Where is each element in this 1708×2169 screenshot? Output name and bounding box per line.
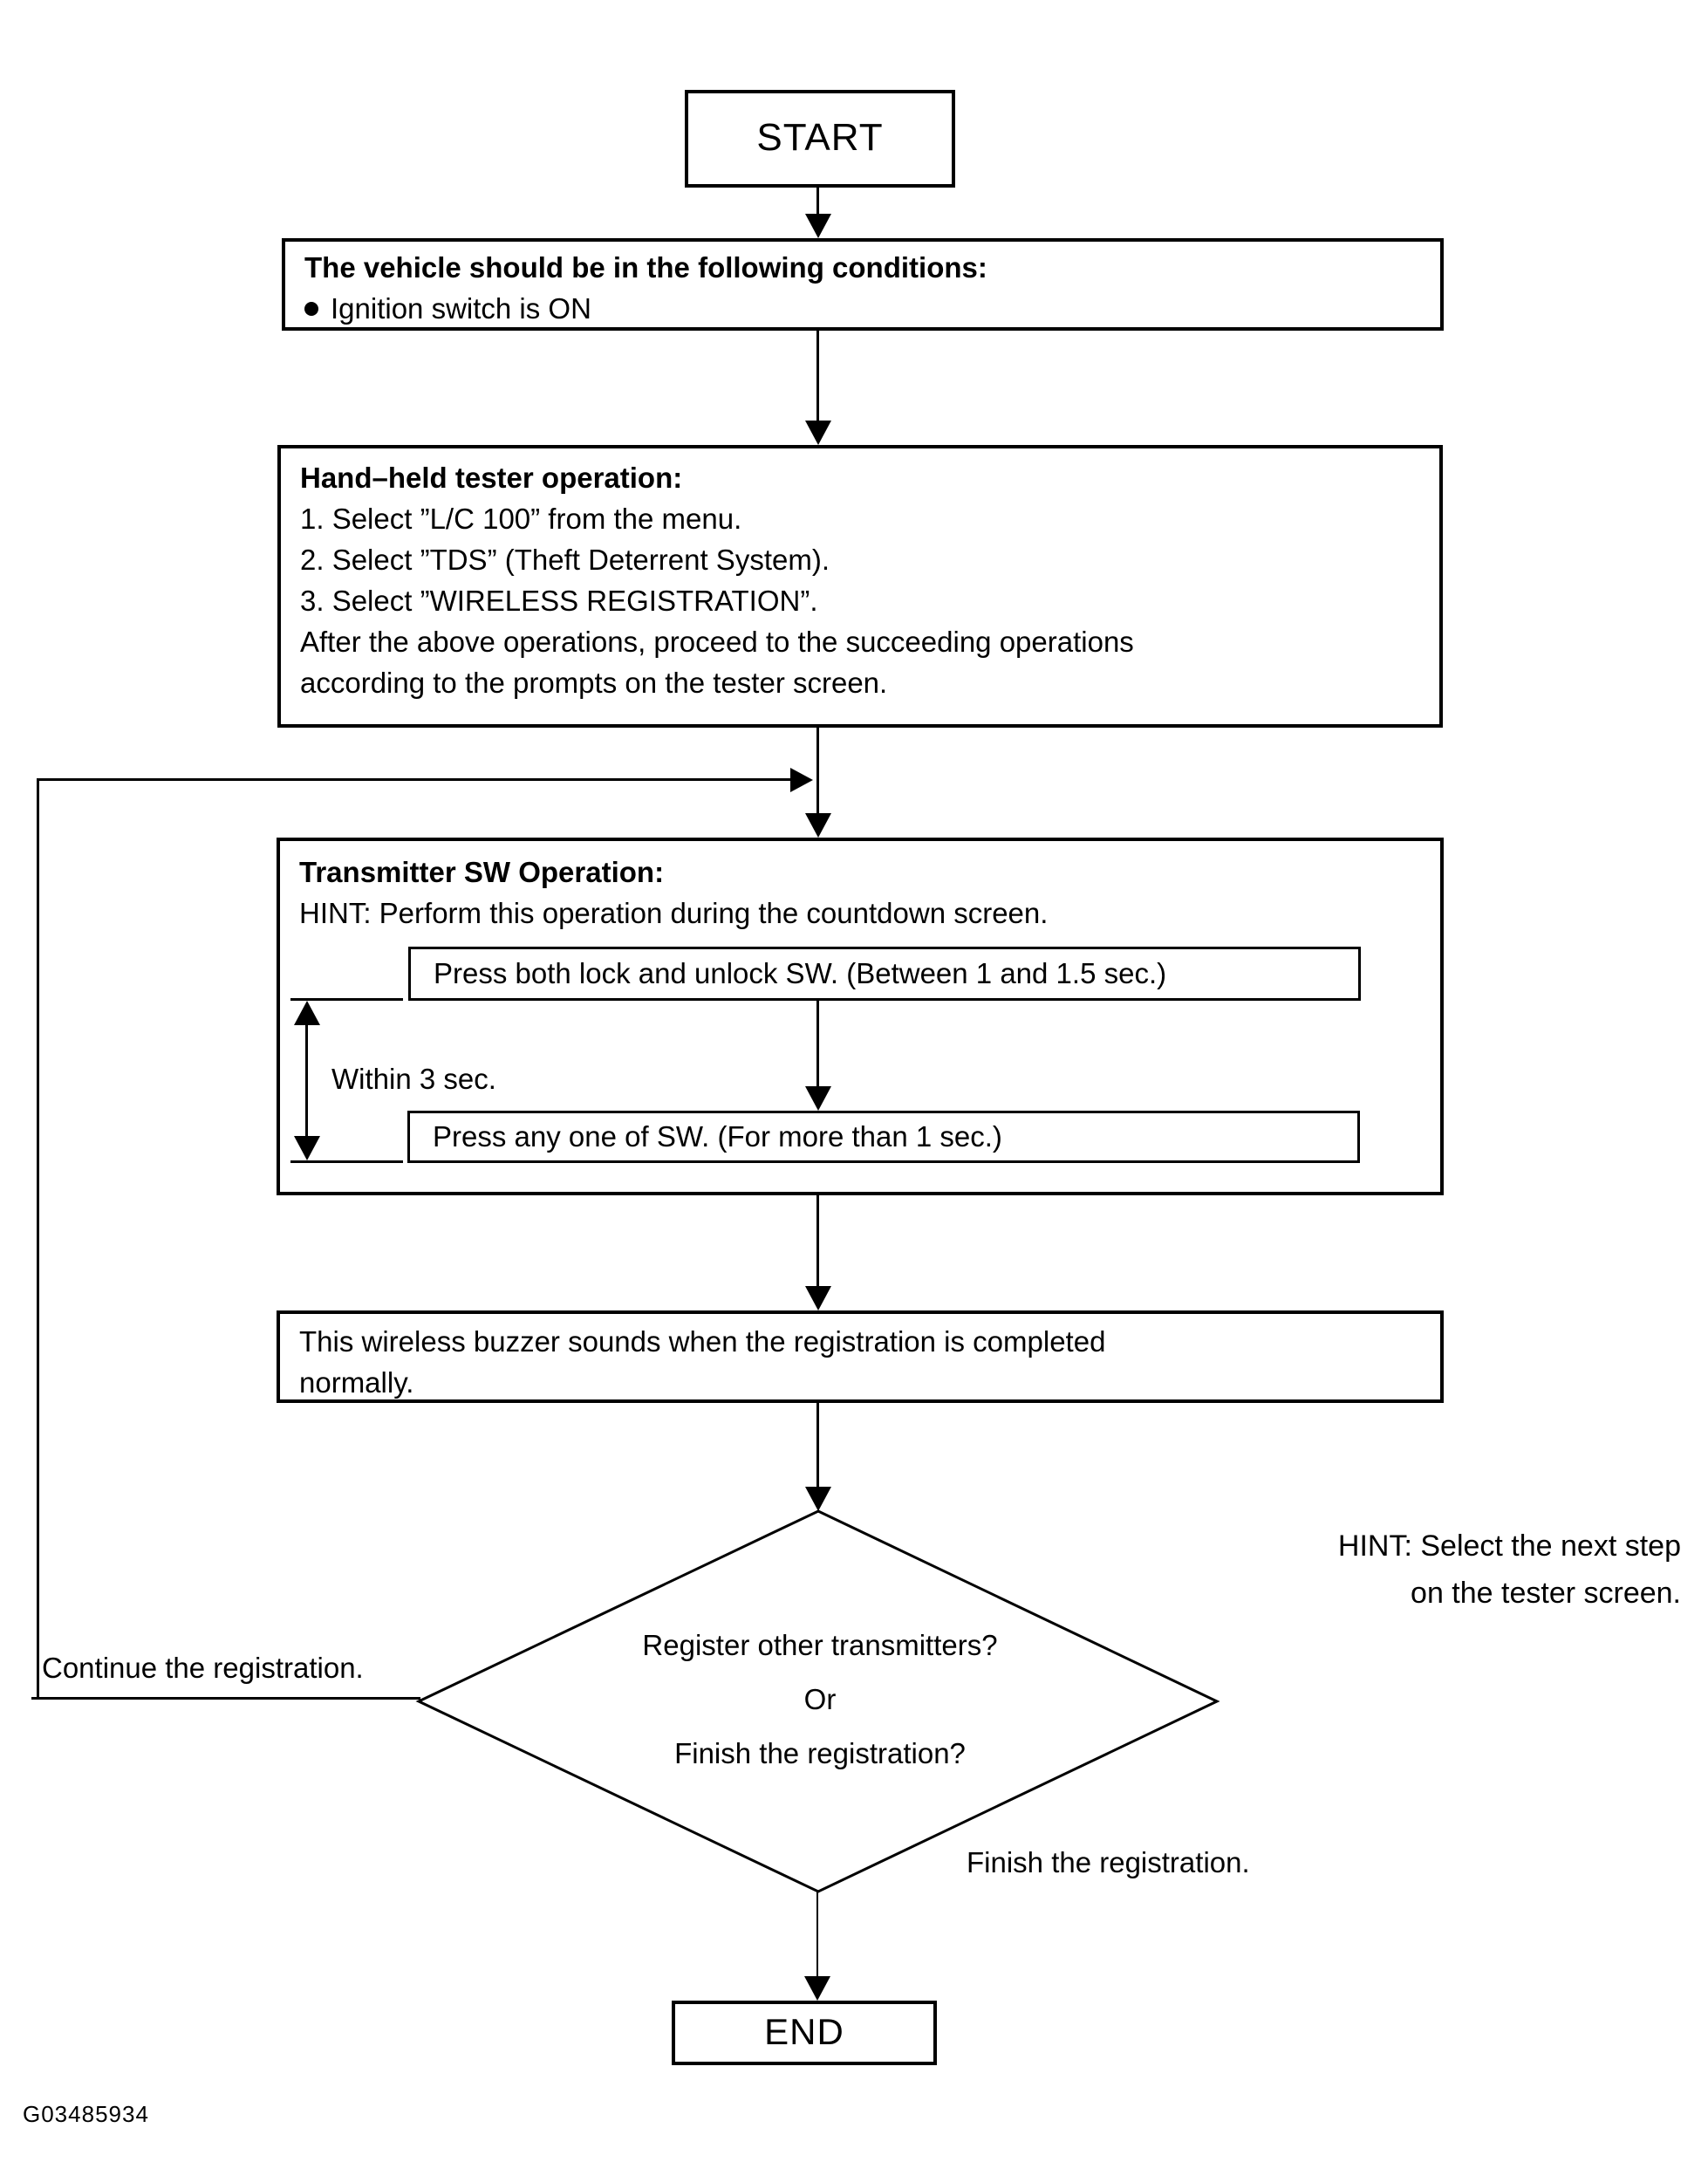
arrowhead-loop-into-main-line [790, 768, 813, 792]
transmitter-sw-hint: HINT: Perform this operation during the … [299, 897, 1049, 929]
tester-operation-step-3: 3. Select ”WIRELESS REGISTRATION”. [300, 585, 818, 617]
continue-branch-label: Continue the registration. [42, 1652, 364, 1684]
arrowhead-into-end [804, 1976, 830, 2001]
figure-id-label: G03485934 [23, 2101, 149, 2127]
press-both-sw-label: Press both lock and unlock SW. (Between … [434, 957, 1167, 989]
vehicle-conditions-title: The vehicle should be in the following c… [304, 251, 987, 284]
arrowhead-into-transmitter [805, 813, 831, 838]
within-interval-top-tick [290, 998, 403, 1001]
within-interval-line [305, 1019, 308, 1143]
tester-operation-step-1: 1. Select ”L/C 100” from the menu. [300, 503, 742, 535]
press-any-sw-label: Press any one of SW. (For more than 1 se… [433, 1120, 1002, 1153]
bullet-icon [304, 301, 318, 316]
arrowhead-into-decision [805, 1487, 831, 1511]
tester-operation-node: Hand–held tester operation: 1. Select ”L… [277, 445, 1443, 728]
loop-return-horizontal-line [37, 778, 790, 781]
tester-screen-hint-line-1: HINT: Select the next step [1337, 1529, 1681, 1563]
continue-branch-line [31, 1697, 420, 1700]
tester-operation-note-line-2: according to the prompts on the tester s… [300, 667, 888, 699]
buzzer-line-1: This wireless buzzer sounds when the reg… [299, 1325, 1106, 1358]
buzzer-node: This wireless buzzer sounds when the reg… [277, 1310, 1444, 1403]
within-interval-label: Within 3 sec. [331, 1063, 496, 1095]
decision-node: Register other transmitters? Or Finish t… [515, 1618, 1125, 1781]
press-both-sw-node: Press both lock and unlock SW. (Between … [408, 947, 1361, 1001]
decision-question-line-2: Or [803, 1683, 837, 1715]
loop-return-vertical-line [37, 778, 39, 1700]
arrowhead-into-conditions [805, 214, 831, 238]
arrowhead-interval-up [294, 1001, 320, 1025]
arrowhead-into-tester [805, 421, 831, 445]
connector-buzzer-to-decision [816, 1403, 819, 1488]
start-node-label: START [756, 116, 884, 159]
connector-conditions-to-tester [816, 331, 819, 421]
decision-question-line-3: Finish the registration? [674, 1737, 966, 1769]
tester-operation-note-line-1: After the above operations, proceed to t… [300, 626, 1134, 658]
tester-screen-hint-line-2: on the tester screen. [1411, 1577, 1681, 1610]
vehicle-conditions-node: The vehicle should be in the following c… [282, 238, 1444, 331]
connector-decision-to-end [816, 1892, 818, 1979]
arrowhead-into-pressany [805, 1086, 831, 1111]
transmitter-sw-title: Transmitter SW Operation: [299, 856, 665, 888]
within-interval-bottom-tick [290, 1160, 403, 1163]
buzzer-line-2: normally. [299, 1366, 414, 1399]
press-any-sw-node: Press any one of SW. (For more than 1 se… [407, 1111, 1360, 1163]
tester-screen-hint: HINT: Select the next step on the tester… [1192, 1522, 1681, 1617]
connector-transmitter-to-buzzer [816, 1195, 819, 1288]
tester-operation-title: Hand–held tester operation: [300, 462, 683, 494]
finish-branch-label: Finish the registration. [967, 1846, 1250, 1878]
decision-question-line-1: Register other transmitters? [642, 1629, 998, 1661]
connector-tester-to-transmitter [816, 728, 819, 813]
end-node: END [672, 2001, 937, 2065]
tester-operation-step-2: 2. Select ”TDS” (Theft Deterrent System)… [300, 544, 830, 576]
end-node-label: END [764, 2011, 844, 2053]
arrowhead-into-buzzer [805, 1286, 831, 1310]
start-node: START [685, 90, 955, 188]
vehicle-conditions-bullet-row: Ignition switch is ON [304, 288, 1431, 329]
connector-pressboth-to-pressany [816, 1001, 819, 1089]
vehicle-conditions-bullet-text: Ignition switch is ON [331, 292, 591, 325]
decision-diamond-shape [415, 1509, 1220, 1893]
arrowhead-interval-down [294, 1136, 320, 1160]
connector-start-to-conditions [816, 188, 819, 216]
